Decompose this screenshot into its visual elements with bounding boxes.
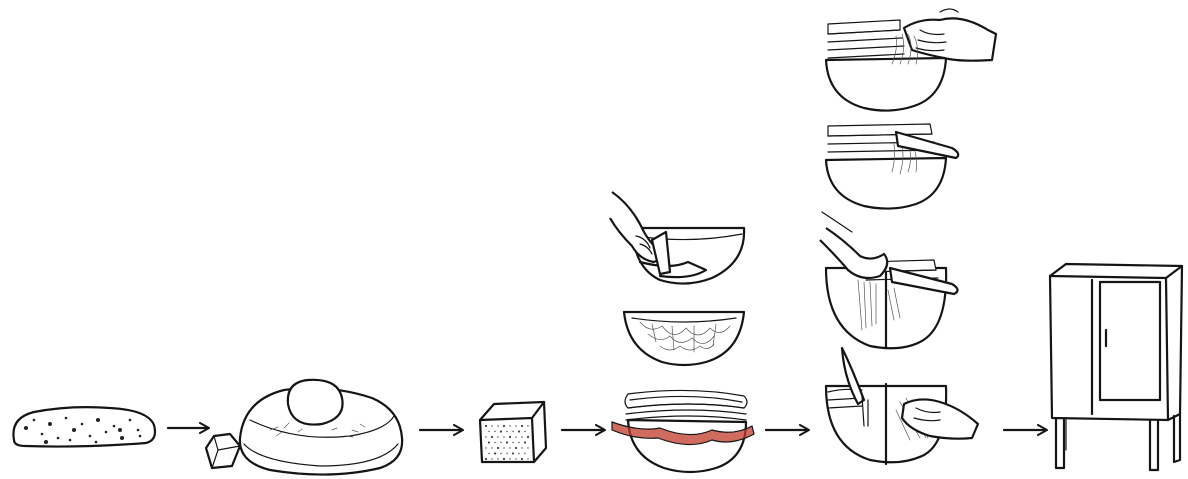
- pore-dot: [503, 436, 504, 437]
- speckle-dot: [95, 441, 98, 444]
- pore-dot: [509, 425, 510, 426]
- pore-dot: [497, 447, 499, 449]
- pore-dot: [527, 447, 528, 448]
- pore-dot: [512, 452, 514, 454]
- pore-dot: [497, 458, 498, 459]
- bowl-with-hand-icon: [610, 192, 744, 284]
- pore-dot: [515, 447, 517, 449]
- pore-dot: [527, 458, 528, 459]
- pore-dot: [527, 425, 528, 426]
- speckled-slab-icon: [13, 407, 155, 446]
- pore-dot: [518, 453, 519, 454]
- pore-dot: [503, 447, 504, 448]
- pore-dot: [491, 436, 493, 438]
- pore-dot: [500, 453, 501, 454]
- speckle-dot: [41, 433, 44, 436]
- pore-dot: [509, 436, 511, 438]
- pore-dot: [512, 442, 513, 443]
- speckle-dot: [120, 436, 124, 440]
- pore-dot: [512, 431, 513, 432]
- speckle-dot: [57, 437, 60, 440]
- pore-dot: [506, 453, 507, 454]
- pore-dot: [503, 425, 505, 427]
- speckle-dot: [139, 435, 142, 438]
- pore-dot: [509, 458, 510, 459]
- pore-dot: [485, 447, 486, 448]
- layered-bowl-icon: [612, 390, 754, 472]
- pore-dot: [524, 453, 525, 454]
- speckle-dot: [105, 431, 108, 434]
- speckle-dot: [118, 428, 122, 432]
- pore-dot: [506, 431, 507, 432]
- pore-dot: [521, 436, 522, 437]
- speckle-dot: [96, 418, 100, 422]
- speckle-dot: [44, 440, 48, 444]
- pore-dot: [521, 425, 523, 427]
- pore-dot: [506, 441, 508, 443]
- pore-dot: [527, 436, 529, 438]
- cabinet-icon: [1050, 264, 1182, 470]
- pore-dot: [521, 458, 523, 460]
- speckle-dot: [24, 426, 28, 430]
- pore-dot: [491, 447, 492, 448]
- pore-dot: [488, 441, 490, 443]
- speckle-dot: [129, 419, 132, 422]
- speckle-dot: [81, 423, 84, 426]
- pore-dot: [521, 447, 522, 448]
- speckle-dot: [69, 439, 72, 442]
- pore-dot: [491, 458, 492, 459]
- bowl-half-cut-hand-icon: [820, 212, 958, 348]
- pore-dot: [491, 425, 492, 426]
- pore-dot: [515, 436, 516, 437]
- pore-dot: [515, 425, 516, 426]
- speckle-dot: [33, 419, 36, 422]
- bowl-layers-knife-icon: [826, 124, 958, 209]
- pore-dot: [494, 452, 496, 454]
- pore-dot: [515, 458, 516, 459]
- pore-dot: [518, 430, 520, 432]
- pore-dot: [509, 447, 510, 448]
- speckle-dot: [113, 425, 116, 428]
- pore-dot: [494, 442, 495, 443]
- pore-dot: [518, 442, 519, 443]
- pore-dot: [500, 442, 501, 443]
- pore-dot: [488, 453, 489, 454]
- pore-dot: [500, 430, 502, 432]
- bowl-cross-section-icon: [624, 312, 744, 365]
- porous-cube-icon: [480, 402, 546, 462]
- bowl-layers-hand-icon: [826, 9, 996, 111]
- pore-dot: [485, 458, 487, 460]
- speckle-dot: [137, 429, 140, 432]
- mound-with-lump-icon: [206, 380, 402, 475]
- speckle-dot: [65, 417, 68, 420]
- pore-dot: [485, 425, 487, 427]
- pore-dot: [494, 431, 495, 432]
- pore-dot: [524, 441, 526, 443]
- pore-dot: [497, 425, 498, 426]
- pore-dot: [497, 436, 498, 437]
- pore-dot: [488, 431, 489, 432]
- pore-dot: [485, 436, 486, 437]
- speckle-dot: [48, 422, 52, 426]
- pore-dot: [503, 458, 505, 460]
- pore-dot: [524, 431, 525, 432]
- bowl-half-cut-knife-icon: [826, 348, 978, 464]
- speckle-dot: [72, 428, 76, 432]
- speckle-dot: [89, 435, 92, 438]
